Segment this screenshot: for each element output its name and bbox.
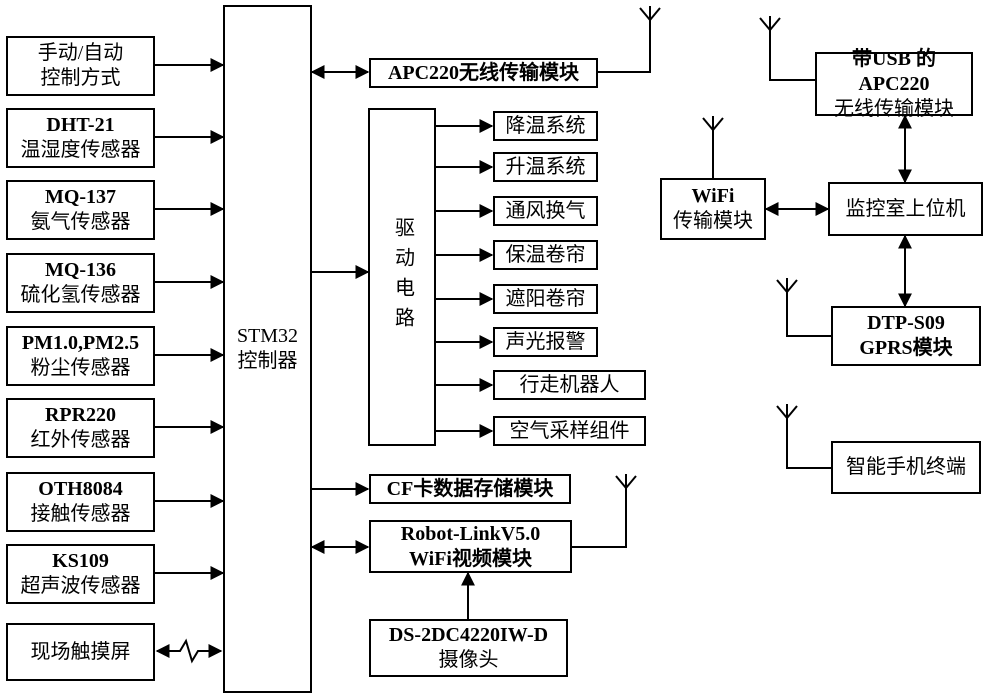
output-cooling: 降温系统 bbox=[493, 111, 598, 141]
cf-label: CF卡数据存储模块 bbox=[386, 477, 554, 500]
robot-desc: WiFi视频模块 bbox=[409, 547, 532, 570]
stm32-controller: STM32 控制器 bbox=[223, 5, 312, 693]
stm32-model: STM32 bbox=[236, 325, 299, 347]
robot-wifi-video-module: Robot-LinkV5.0 WiFi视频模块 bbox=[369, 520, 572, 573]
usb-apc220-module: 带USB 的APC220 无线传输模块 bbox=[815, 48, 973, 120]
ks-desc: 超声波传感器 bbox=[20, 575, 141, 597]
pm-model: PM1.0,PM2.5 bbox=[21, 332, 140, 354]
usb-apc220-model: 带USB 的APC220 bbox=[852, 47, 936, 95]
touch-label: 现场触摸屏 bbox=[30, 640, 131, 663]
pc-label: 监控室上位机 bbox=[845, 197, 966, 220]
monitoring-pc: 监控室上位机 bbox=[828, 182, 983, 236]
mode-box: 手动/自动 控制方式 bbox=[6, 36, 155, 96]
ks-sensor-box: KS109 超声波传感器 bbox=[6, 544, 155, 604]
rpr-model: RPR220 bbox=[44, 404, 117, 426]
output-insulation-curtain: 保温卷帘 bbox=[493, 240, 598, 270]
stm32-desc: 控制器 bbox=[237, 350, 298, 372]
output-ventilation: 通风换气 bbox=[493, 196, 598, 226]
pm-sensor-box: PM1.0,PM2.5 粉尘传感器 bbox=[6, 326, 155, 386]
antenna-icon-usbapc bbox=[759, 16, 781, 31]
wifi-transmission-module: WiFi 传输模块 bbox=[660, 178, 766, 240]
robot-model: Robot-LinkV5.0 bbox=[400, 522, 541, 545]
mq136-sensor-box: MQ-136 硫化氢传感器 bbox=[6, 253, 155, 313]
apc220-label: APC220无线传输模块 bbox=[387, 61, 580, 84]
output-robot: 行走机器人 bbox=[493, 370, 646, 400]
oth-desc: 接触传感器 bbox=[30, 503, 131, 525]
antenna-icon-robot bbox=[615, 474, 637, 489]
touch-screen-box: 现场触摸屏 bbox=[6, 623, 155, 681]
dtp-desc: GPRS模块 bbox=[859, 337, 953, 359]
dtp-model: DTP-S09 bbox=[867, 312, 945, 334]
mode-line1: 手动/自动 bbox=[37, 42, 124, 64]
oth-sensor-box: OTH8084 接触传感器 bbox=[6, 472, 155, 532]
drive-circuit: 驱动电路 bbox=[368, 108, 436, 446]
dht-desc: 温湿度传感器 bbox=[20, 139, 141, 161]
drive-label: 驱动电路 bbox=[391, 217, 414, 337]
robot-antenna-wire bbox=[572, 488, 627, 548]
output-label: 通风换气 bbox=[505, 199, 586, 222]
cf-storage-module: CF卡数据存储模块 bbox=[369, 474, 571, 504]
output-label: 降温系统 bbox=[505, 114, 586, 137]
output-air-sampling: 空气采样组件 bbox=[493, 416, 646, 446]
dtp-antenna-wire bbox=[786, 292, 831, 337]
wifi-desc: 传输模块 bbox=[673, 210, 753, 232]
camera-desc: 摄像头 bbox=[438, 649, 499, 671]
output-heating: 升温系统 bbox=[493, 152, 598, 182]
ks-model: KS109 bbox=[52, 550, 109, 572]
link-touch-stm32 bbox=[155, 638, 223, 664]
apc-antenna-wire bbox=[598, 20, 651, 73]
camera-model: DS-2DC4220IW-D bbox=[388, 624, 549, 646]
output-alarm: 声光报警 bbox=[493, 327, 598, 357]
mq137-model: MQ-137 bbox=[44, 186, 117, 208]
wifi-model: WiFi bbox=[691, 185, 735, 207]
antenna-icon-wifi bbox=[702, 116, 724, 131]
apc220-module: APC220无线传输模块 bbox=[369, 58, 598, 88]
dtp-gprs-module: DTP-S09 GPRS模块 bbox=[831, 306, 981, 366]
rpr-desc: 红外传感器 bbox=[30, 429, 131, 451]
antenna-icon-apc bbox=[639, 6, 661, 21]
mq136-desc: 硫化氢传感器 bbox=[20, 284, 141, 306]
mq137-sensor-box: MQ-137 氨气传感器 bbox=[6, 180, 155, 240]
smartphone-terminal: 智能手机终端 bbox=[831, 441, 981, 494]
usb-apc220-desc: 无线传输模块 bbox=[834, 97, 954, 120]
output-label: 行走机器人 bbox=[519, 373, 620, 396]
camera-box: DS-2DC4220IW-D 摄像头 bbox=[369, 619, 568, 677]
mode-line2: 控制方式 bbox=[40, 67, 121, 89]
output-label: 升温系统 bbox=[505, 155, 586, 178]
output-label: 保温卷帘 bbox=[505, 243, 586, 266]
output-label: 空气采样组件 bbox=[509, 419, 630, 442]
phone-antenna-wire bbox=[786, 418, 831, 469]
usbapc-antenna-wire bbox=[769, 30, 815, 81]
output-label: 声光报警 bbox=[505, 330, 586, 353]
pm-desc: 粉尘传感器 bbox=[30, 357, 131, 379]
rpr-sensor-box: RPR220 红外传感器 bbox=[6, 398, 155, 458]
antenna-icon-phone bbox=[776, 404, 798, 419]
dht-model: DHT-21 bbox=[46, 114, 115, 136]
oth-model: OTH8084 bbox=[38, 478, 123, 500]
dht-sensor-box: DHT-21 温湿度传感器 bbox=[6, 108, 155, 168]
output-shade-curtain: 遮阳卷帘 bbox=[493, 284, 598, 314]
mq137-desc: 氨气传感器 bbox=[30, 211, 131, 233]
output-label: 遮阳卷帘 bbox=[505, 287, 586, 310]
mq136-model: MQ-136 bbox=[44, 259, 117, 281]
antenna-icon-dtp bbox=[776, 278, 798, 293]
phone-label: 智能手机终端 bbox=[846, 456, 966, 478]
